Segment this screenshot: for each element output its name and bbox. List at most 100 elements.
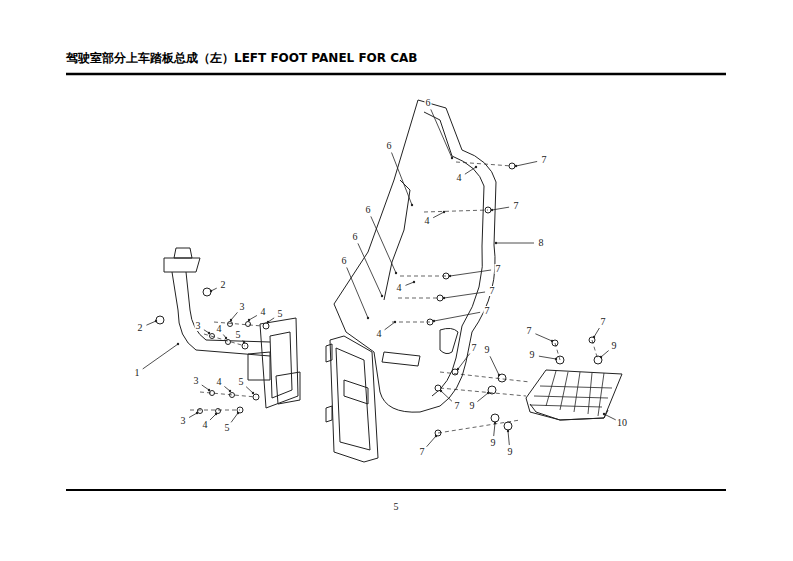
callout-number: 3 bbox=[193, 376, 200, 386]
leader-dot bbox=[551, 340, 553, 342]
leader-line bbox=[441, 391, 452, 401]
callout-number: 5 bbox=[224, 423, 231, 433]
bracket bbox=[164, 248, 300, 408]
leader-line bbox=[492, 207, 509, 210]
leader-dot bbox=[457, 368, 459, 370]
leader-dot bbox=[225, 337, 227, 339]
leader-dot bbox=[433, 320, 435, 322]
callout-number: 6 bbox=[365, 205, 372, 215]
callout-number: 7 bbox=[489, 286, 496, 296]
leader-dot bbox=[208, 389, 210, 391]
foot-panel bbox=[334, 100, 496, 412]
leader-dot bbox=[495, 242, 497, 244]
page-rules bbox=[66, 74, 726, 490]
leader-line bbox=[433, 212, 444, 218]
callout-number: 7 bbox=[471, 343, 478, 353]
callout-number: 4 bbox=[260, 307, 267, 317]
page-title: 驾驶室部分上车踏板总成（左）LEFT FOOT PANEL FOR CAB bbox=[66, 50, 417, 67]
leader-dot bbox=[435, 435, 437, 437]
leader-line bbox=[371, 216, 396, 273]
leader-line bbox=[143, 344, 178, 369]
callout-number: 4 bbox=[216, 377, 223, 387]
callout-number: 9 bbox=[484, 345, 491, 355]
callout-number: 7 bbox=[513, 201, 520, 211]
leader-line bbox=[385, 322, 395, 330]
axis-lines bbox=[190, 162, 598, 433]
callout-number: 3 bbox=[180, 416, 187, 426]
leader-line bbox=[494, 423, 495, 436]
leader-dot bbox=[475, 166, 477, 168]
callout-number: 9 bbox=[611, 341, 618, 351]
callout-number: 6 bbox=[341, 256, 348, 266]
leader-dot bbox=[443, 297, 445, 299]
leader-line bbox=[405, 282, 414, 285]
callout-number: 7 bbox=[541, 155, 548, 165]
leader-line bbox=[465, 167, 476, 174]
page-number: 5 bbox=[393, 502, 400, 512]
leader-dot bbox=[413, 281, 415, 283]
leader-dot bbox=[229, 390, 231, 392]
callout-number: 5 bbox=[235, 330, 242, 340]
leader-dot bbox=[367, 317, 369, 319]
callout-number: 4 bbox=[424, 216, 431, 226]
leader-dot bbox=[487, 392, 489, 394]
leader-line bbox=[231, 413, 238, 422]
leader-line bbox=[146, 321, 156, 325]
callout-number: 7 bbox=[495, 264, 502, 274]
leader-dot bbox=[443, 211, 445, 213]
fasteners bbox=[156, 163, 602, 436]
leader-line bbox=[427, 436, 436, 447]
callout-number: 4 bbox=[376, 329, 383, 339]
leader-dot bbox=[411, 204, 413, 206]
leader-dot bbox=[243, 341, 245, 343]
callout-number: 8 bbox=[538, 238, 545, 248]
leader-dot bbox=[395, 272, 397, 274]
callout-number: 4 bbox=[216, 324, 223, 334]
leader-dot bbox=[603, 413, 605, 415]
leader-dot bbox=[252, 392, 254, 394]
leader-line bbox=[450, 270, 491, 276]
leader-line bbox=[516, 161, 537, 166]
leader-line bbox=[358, 243, 382, 296]
leader-dot bbox=[177, 343, 179, 345]
leader-line bbox=[604, 414, 616, 420]
mud-flap bbox=[326, 336, 378, 462]
leader-line bbox=[431, 109, 452, 158]
callout-number: 7 bbox=[526, 326, 533, 336]
callout-number: 7 bbox=[419, 447, 426, 457]
callout-number: 9 bbox=[529, 350, 536, 360]
leader-dot bbox=[267, 321, 269, 323]
callout-number: 6 bbox=[386, 141, 393, 151]
leader-line bbox=[444, 292, 485, 298]
leader-line bbox=[508, 431, 509, 445]
leader-line bbox=[458, 354, 470, 369]
leader-dot bbox=[248, 319, 250, 321]
leader-dot bbox=[210, 290, 212, 292]
leader-line bbox=[496, 243, 534, 244]
callout-number: 9 bbox=[507, 447, 514, 457]
callout-number: 7 bbox=[454, 401, 461, 411]
callout-number: 7 bbox=[484, 306, 491, 316]
leader-dot bbox=[394, 321, 396, 323]
callout-number: 6 bbox=[352, 232, 359, 242]
callout-number: 5 bbox=[277, 309, 284, 319]
leader-line bbox=[249, 315, 257, 320]
leader-dot bbox=[208, 332, 210, 334]
leader-dot bbox=[230, 319, 232, 321]
leader-dot bbox=[381, 295, 383, 297]
leader-dot bbox=[600, 356, 602, 358]
leader-line bbox=[594, 328, 599, 337]
leader-line bbox=[202, 385, 209, 390]
leader-dot bbox=[507, 430, 509, 432]
step-plate bbox=[526, 370, 622, 420]
callout-number: 2 bbox=[137, 323, 144, 333]
callout-number: 4 bbox=[396, 283, 403, 293]
callout-number: 4 bbox=[456, 173, 463, 183]
leader-dot bbox=[515, 165, 517, 167]
leader-line bbox=[231, 312, 237, 320]
callout-number: 6 bbox=[425, 98, 432, 108]
callout-number: 9 bbox=[469, 401, 476, 411]
leader-line bbox=[189, 413, 197, 418]
